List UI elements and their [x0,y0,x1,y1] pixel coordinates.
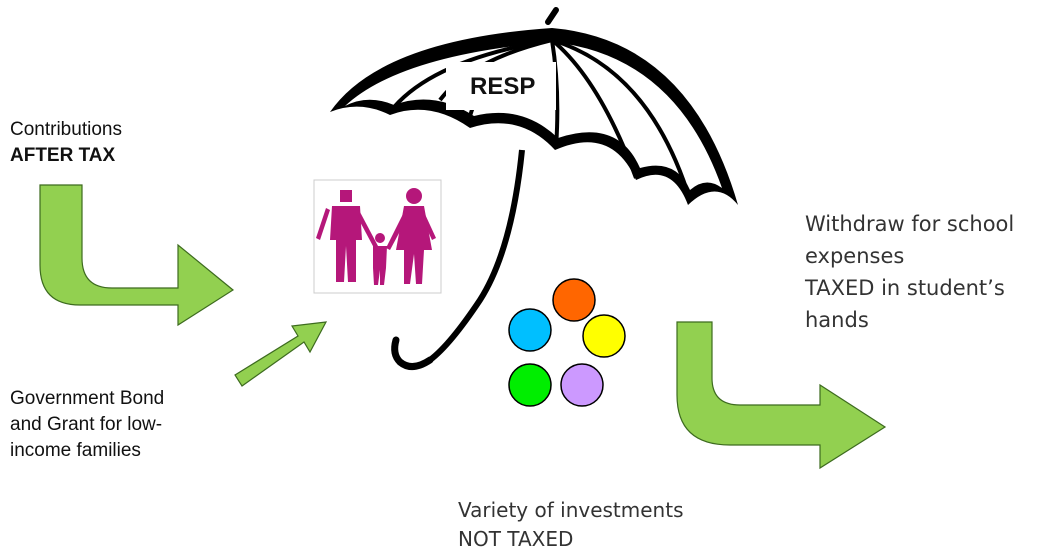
coin-icon [582,314,626,358]
withdraw-arrow-icon [676,321,887,470]
government-label: Government Bond and Grant for low- incom… [10,386,164,464]
investments-label: Variety of investments NOT TAXED [458,496,684,554]
contributions-line-1: Contributions [10,119,122,140]
coin-icon [552,278,596,322]
investments-line-1: Variety of investments [458,498,684,522]
contributions-label: Contributions AFTER TAX [10,117,122,169]
family-icon [313,179,442,294]
withdraw-line-2: expenses [805,244,905,268]
resp-label: RESP [470,73,536,100]
withdraw-line-3: TAXED in student’s [805,276,1005,300]
investments-group [508,278,626,407]
government-line-1: Government Bond [10,388,165,409]
coin-icon [508,308,552,352]
government-line-3: income families [10,440,141,461]
government-line-2: and Grant for low- [10,414,163,435]
withdraw-line-1: Withdraw for school [805,212,1015,236]
coin-icon [508,363,552,407]
coin-icon [560,363,604,407]
contributions-arrow-icon [39,184,235,327]
umbrella-icon [330,7,738,370]
withdraw-line-4: hands [805,308,869,332]
contributions-line-2: AFTER TAX [10,145,116,166]
withdraw-label: Withdraw for school expenses TAXED in st… [805,208,1014,336]
government-arrow-icon [234,321,328,387]
investments-line-2: NOT TAXED [458,527,574,551]
